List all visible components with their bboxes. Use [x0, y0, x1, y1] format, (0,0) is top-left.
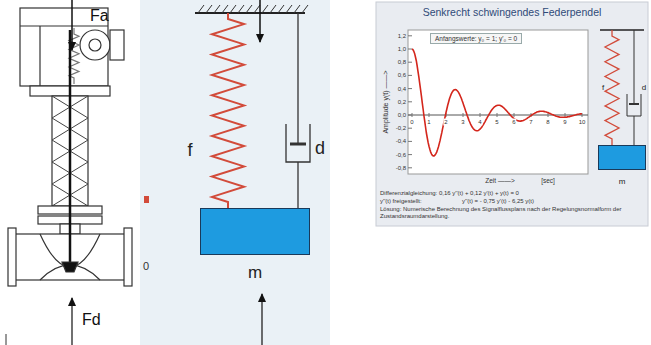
damper	[286, 13, 310, 208]
ceiling	[600, 29, 644, 31]
damper	[627, 30, 641, 145]
tick-label: -0,8	[396, 164, 406, 171]
tick-label: 2	[443, 119, 448, 126]
axis-title: [sec]	[541, 177, 555, 184]
axis-title: Zeit ——>	[485, 177, 514, 184]
damper-label: d	[642, 83, 646, 92]
spring	[605, 30, 619, 145]
note: Lösung: Numerische Berechnung des Signal…	[380, 206, 642, 220]
spring-label: f	[602, 83, 604, 92]
node-text: Senkrecht schwingendes Federpendel	[376, 6, 648, 18]
force-arrow	[71, 298, 72, 345]
position-label: 0	[143, 260, 149, 273]
tick-mark	[6, 334, 7, 345]
tick-label: 1	[426, 119, 431, 126]
ceiling-hatch	[198, 5, 308, 13]
force-arrow	[71, 0, 73, 50]
initial-values-box: Anfangswerte: y₀ = 1; y'₀ = 0	[430, 33, 522, 44]
force-arrow	[261, 294, 262, 345]
tick-label: 5	[494, 119, 499, 126]
tick-label: 6	[511, 119, 516, 126]
tick-label: 7	[528, 119, 533, 126]
force-label: Fa	[90, 7, 109, 25]
mass-block: m	[200, 208, 310, 284]
mass-block: m	[598, 145, 646, 191]
mass-fill	[598, 145, 646, 170]
tick-label: 1,0	[398, 46, 406, 53]
equation: Differenzialgleichung: 0,16 y''(t) + 0,1…	[380, 190, 519, 197]
force-arrow	[259, 0, 261, 42]
node-text: m	[200, 263, 310, 283]
node-text: m	[598, 177, 646, 186]
tick-label: 0,6	[398, 72, 406, 79]
plot-area	[408, 30, 588, 174]
tick-label: 4	[477, 119, 482, 126]
tick-label: 3	[460, 119, 465, 126]
tick-label: 0,4	[398, 85, 406, 92]
tick-label: 1,2	[398, 32, 406, 39]
spring-label: f	[187, 140, 192, 161]
marker	[144, 196, 149, 203]
tick-label: -0,6	[396, 151, 406, 158]
damper-label: d	[315, 138, 325, 159]
equation: y''(t) freigestellt:	[380, 198, 422, 205]
tick-label: 8	[545, 119, 550, 126]
node-text: Anfangswerte: y₀ = 1; y'₀ = 0	[435, 35, 517, 42]
axis-title: Amplitude y(t) ——>	[382, 70, 390, 133]
tick-label: 0,2	[398, 98, 406, 105]
axis-ticks	[408, 36, 582, 168]
tick-label: 10	[578, 119, 587, 126]
mass-fill	[200, 208, 310, 255]
tick-label: 0,0	[398, 112, 406, 119]
ceiling	[195, 12, 305, 14]
tick-label: 0	[409, 119, 414, 126]
tick-label: -0,2	[396, 125, 406, 132]
force-label: Fd	[82, 311, 101, 329]
equation: y''(t) = - 0,75 y'(t) - 6,25 y(t)	[462, 198, 534, 205]
tick-label: -0,4	[396, 138, 406, 145]
tick-label: 9	[562, 119, 567, 126]
chart-panel	[376, 2, 648, 226]
tick-label: 0,8	[398, 59, 406, 66]
response-curve	[412, 49, 582, 156]
spring	[212, 13, 244, 208]
panel-ground	[140, 0, 330, 345]
valve-actuator	[8, 8, 132, 286]
zero-line	[408, 115, 588, 116]
